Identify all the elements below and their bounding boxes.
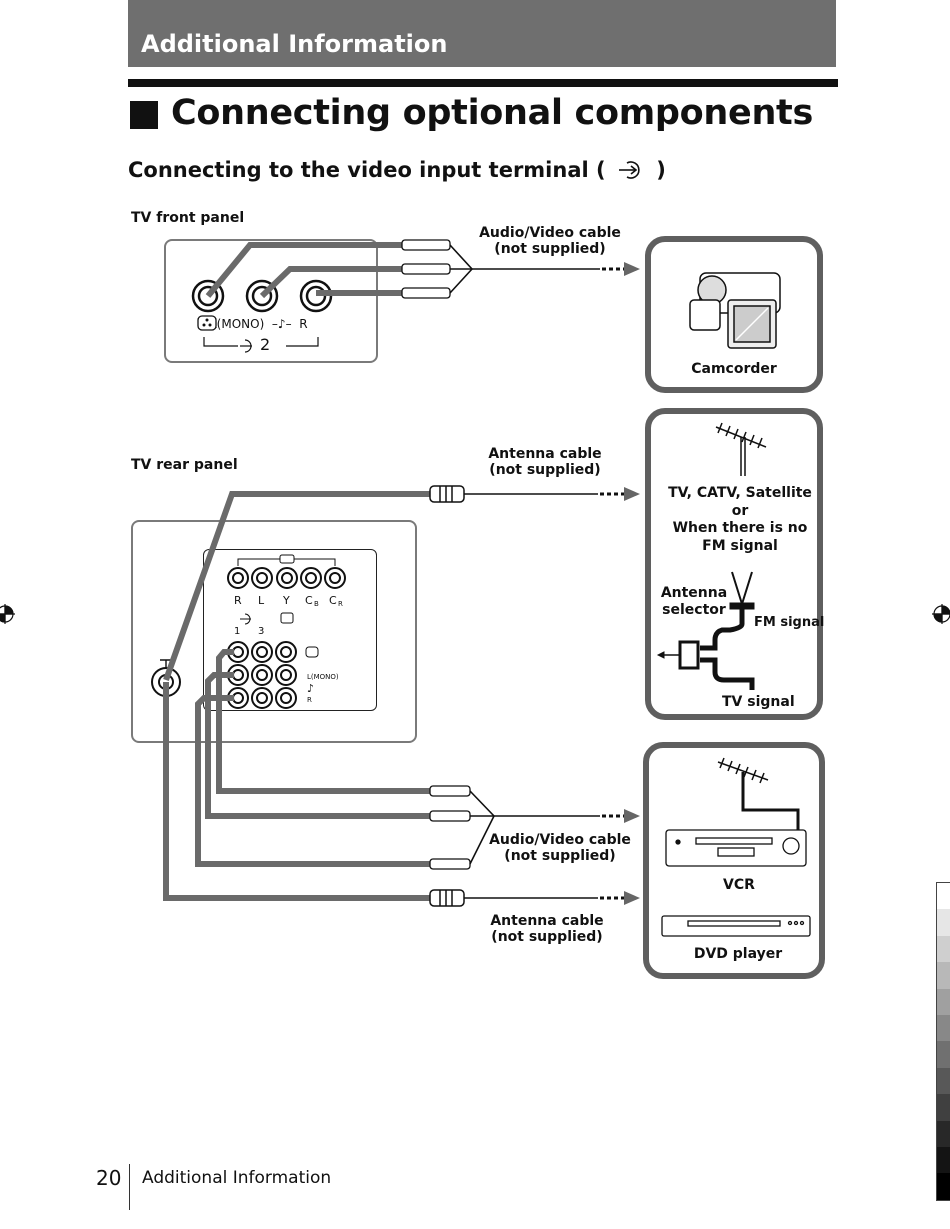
antenna-cable-label-line1: Antenna cable bbox=[490, 913, 604, 929]
av-cable-bundle-top bbox=[449, 244, 600, 294]
antenna-plug-top bbox=[429, 485, 465, 503]
svg-text:R: R bbox=[338, 600, 343, 608]
tv-front-panel-label: TV front panel bbox=[131, 210, 245, 226]
arrow-icon bbox=[624, 809, 640, 823]
footer-section: Additional Information bbox=[142, 1168, 332, 1188]
av-cable-label-line1: Audio/Video cable bbox=[479, 225, 621, 241]
svg-text:R: R bbox=[234, 594, 242, 607]
section-subtitle: Connecting to the video input terminal (… bbox=[128, 158, 666, 182]
source-label: TV, CATV, Satellite or When there is no … bbox=[651, 485, 829, 555]
fm-signal-label: FM signal bbox=[754, 615, 825, 630]
svg-text:B: B bbox=[314, 600, 319, 608]
mono-label: L(MONO) bbox=[210, 317, 265, 331]
rear-r-label: R bbox=[307, 696, 312, 704]
front-av-cables bbox=[205, 242, 402, 299]
r-label: R bbox=[299, 317, 308, 331]
antenna-cable-label-top: Antenna cable (not supplied) bbox=[470, 446, 620, 478]
svg-text:C: C bbox=[329, 594, 337, 607]
tv-rear-panel bbox=[131, 520, 417, 743]
antenna-selector-line2: selector bbox=[662, 602, 726, 618]
source-label-line2: or bbox=[731, 502, 749, 519]
rear-jack-panel bbox=[203, 549, 377, 711]
av-cable-bundle-bottom bbox=[469, 790, 600, 865]
arrow-icon bbox=[624, 262, 640, 276]
antenna-selector-line1: Antenna bbox=[660, 585, 728, 601]
antenna-selector-label: Antenna selector bbox=[657, 585, 731, 619]
outdoor-antenna-icon bbox=[715, 422, 767, 476]
vcr-label: VCR bbox=[723, 877, 755, 893]
antenna-cable-label-line2: (not supplied) bbox=[491, 929, 603, 945]
av-cable-label-line2: (not supplied) bbox=[494, 241, 606, 257]
camcorder-label: Camcorder bbox=[691, 361, 777, 377]
camcorder-icon bbox=[689, 272, 781, 349]
vcr-icon bbox=[665, 829, 807, 867]
gray-scale-strip bbox=[936, 882, 950, 1201]
tv-rear-panel-label: TV rear panel bbox=[131, 457, 238, 473]
av-cable-label-bottom: Audio/Video cable (not supplied) bbox=[480, 832, 640, 864]
dvd-player-label: DVD player bbox=[693, 946, 783, 962]
front-panel-jack-labels: L(MONO) –♪– R bbox=[210, 317, 308, 331]
rear-audio-note: ♪ bbox=[307, 682, 314, 695]
arrow-icon bbox=[624, 487, 640, 501]
antenna-plug-bottom bbox=[429, 889, 465, 907]
subtitle-close: ) bbox=[656, 158, 666, 182]
rear-mono-label: L(MONO) bbox=[307, 673, 339, 681]
title-bullet-icon bbox=[130, 101, 158, 129]
registration-mark-icon bbox=[0, 604, 15, 624]
svg-text:C: C bbox=[305, 594, 313, 607]
source-label-line1: TV, CATV, Satellite bbox=[668, 485, 812, 501]
av-cable-label-line2: (not supplied) bbox=[504, 848, 616, 864]
source-label-line4: FM signal bbox=[702, 537, 778, 554]
svg-text:L: L bbox=[258, 594, 265, 607]
antenna-cable-label-bottom: Antenna cable (not supplied) bbox=[472, 913, 622, 945]
vcr-antenna-icon bbox=[717, 757, 800, 832]
registration-mark-icon bbox=[932, 604, 950, 624]
svg-text:3: 3 bbox=[258, 626, 264, 637]
antenna-selector-icon bbox=[656, 571, 755, 690]
rca-plugs-top bbox=[401, 239, 451, 299]
svg-text:Y: Y bbox=[282, 594, 290, 607]
antenna-source-box bbox=[645, 408, 823, 720]
footer-divider bbox=[129, 1164, 130, 1210]
video-input-icon bbox=[618, 161, 640, 179]
rear-cables bbox=[163, 491, 430, 901]
subtitle-text: Connecting to the video input terminal ( bbox=[128, 158, 606, 182]
tv-signal-label: TV signal bbox=[722, 694, 795, 710]
front-input-number: 2 bbox=[260, 335, 271, 354]
source-label-line3: When there is no bbox=[672, 520, 808, 536]
audio-note-icon: –♪– bbox=[268, 317, 296, 331]
arrow-icon bbox=[624, 891, 640, 905]
av-cable-label-line1: Audio/Video cable bbox=[489, 832, 631, 848]
page-title: Connecting optional components bbox=[171, 93, 814, 133]
rca-plugs-bottom bbox=[429, 785, 471, 870]
header-rule bbox=[128, 79, 838, 87]
antenna-cable-label-line1: Antenna cable bbox=[488, 446, 602, 462]
dvd-player-icon bbox=[661, 915, 811, 937]
section-header-bar bbox=[128, 0, 836, 67]
antenna-cable-label-line2: (not supplied) bbox=[489, 462, 601, 478]
av-cable-label-top: Audio/Video cable (not supplied) bbox=[470, 225, 630, 257]
svg-text:1: 1 bbox=[234, 626, 240, 637]
rear-component-jacks bbox=[227, 567, 346, 589]
section-header-title: Additional Information bbox=[141, 30, 448, 58]
rear-input-jacks bbox=[227, 641, 297, 709]
page-number: 20 bbox=[96, 1166, 122, 1190]
